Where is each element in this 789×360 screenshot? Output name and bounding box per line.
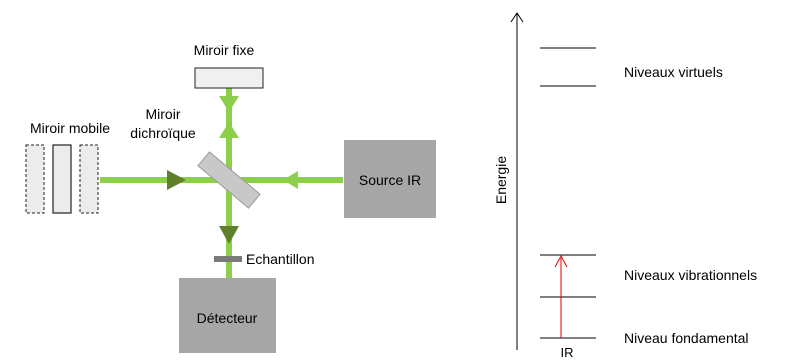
dichroic-label-line1: Miroir bbox=[146, 106, 181, 122]
detector bbox=[179, 278, 276, 353]
interferometer: Miroir fixe Miroir mobile Miroir dichroï… bbox=[25, 42, 436, 353]
dichroic-mirror bbox=[197, 151, 261, 209]
mobile-mirror-ghost-right bbox=[79, 144, 99, 214]
dichroic-label-line2: dichroïque bbox=[130, 125, 196, 141]
arrow-up-to-fixed-mirror bbox=[219, 122, 239, 138]
mobile-mirror-ghost-left bbox=[25, 144, 45, 214]
arrow-to-mobile-mirror bbox=[167, 170, 186, 190]
energy-axis-arrowhead bbox=[510, 12, 524, 23]
mobile-mirror bbox=[52, 144, 72, 214]
vibrational-levels-label: Niveaux vibrationnels bbox=[624, 267, 757, 283]
ir-source-label: Source IR bbox=[359, 172, 421, 188]
mobile-mirror-label: Miroir mobile bbox=[30, 120, 110, 136]
ir-source bbox=[344, 140, 436, 218]
sample-label: Echantillon bbox=[246, 251, 315, 267]
fixed-mirror bbox=[194, 67, 264, 89]
arrow-down-to-detector bbox=[219, 226, 239, 244]
fixed-mirror-label: Miroir fixe bbox=[194, 42, 255, 58]
arrow-from-source bbox=[283, 171, 298, 189]
ir-transition-arrowhead bbox=[554, 254, 568, 268]
energy-axis-label: Energie bbox=[493, 156, 509, 204]
ground-level-label: Niveau fondamental bbox=[624, 330, 749, 346]
arrow-down-from-fixed-mirror bbox=[219, 96, 239, 112]
sample bbox=[214, 256, 242, 262]
detector-label: Détecteur bbox=[197, 310, 258, 326]
virtual-levels-label: Niveaux virtuels bbox=[624, 64, 723, 80]
ir-transition-label: IR bbox=[561, 345, 574, 360]
energy-diagram: Energie Niveaux virtuels Niveaux vibrati… bbox=[493, 12, 757, 360]
